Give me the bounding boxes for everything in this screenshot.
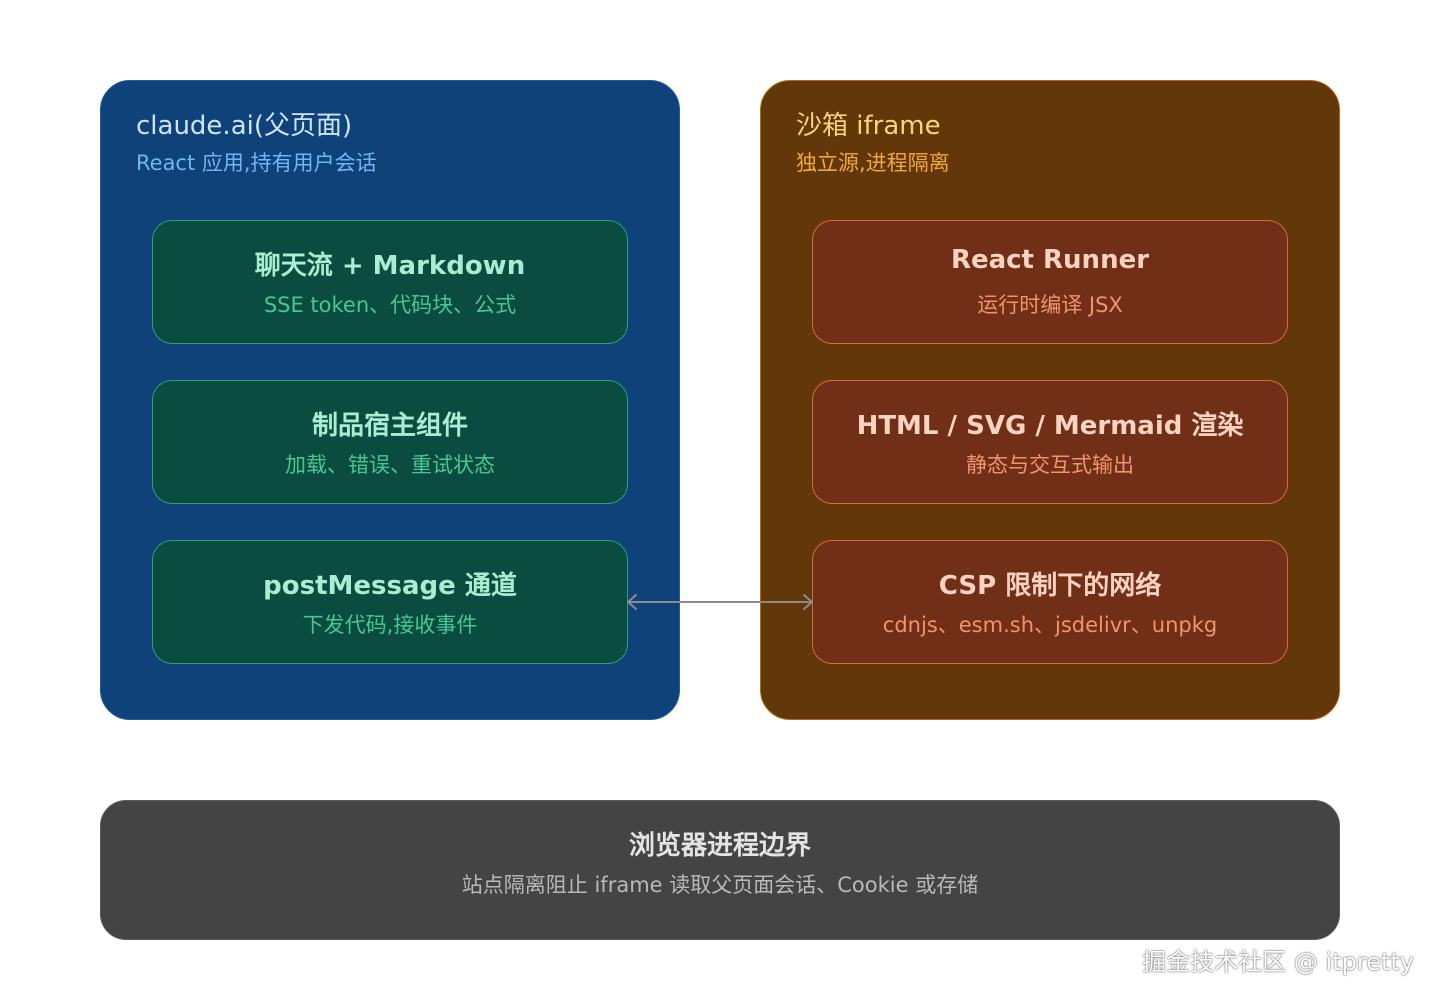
html-svg-mermaid-title: HTML / SVG / Mermaid 渲染 <box>856 411 1244 441</box>
parent-page-panel: claude.ai(父页面) React 应用,持有用户会话 聊天流 + Mar… <box>100 80 680 720</box>
csp-network-title: CSP 限制下的网络 <box>938 571 1162 601</box>
browser-process-boundary: 浏览器进程边界 站点隔离阻止 iframe 读取父页面会话、Cookie 或存储 <box>100 800 1340 940</box>
sandbox-iframe-panel: 沙箱 iframe 独立源,进程隔离 React Runner 运行时编译 JS… <box>760 80 1340 720</box>
artifact-host-subtitle: 加载、错误、重试状态 <box>285 453 495 477</box>
postmessage-channel-subtitle: 下发代码,接收事件 <box>302 613 478 637</box>
csp-network-box: CSP 限制下的网络 cdnjs、esm.sh、jsdelivr、unpkg <box>812 540 1288 664</box>
react-runner-title: React Runner <box>950 245 1150 275</box>
chat-stream-box: 聊天流 + Markdown SSE token、代码块、公式 <box>152 220 628 344</box>
sandbox-panel-subtitle: 独立源,进程隔离 <box>796 151 950 175</box>
postmessage-channel-box: postMessage 通道 下发代码,接收事件 <box>152 540 628 664</box>
parent-panel-title: claude.ai(父页面) <box>136 111 353 141</box>
watermark: 掘金技术社区 @ itpretty <box>1142 948 1414 976</box>
html-svg-mermaid-subtitle: 静态与交互式输出 <box>966 453 1134 477</box>
sandbox-panel-title: 沙箱 iframe <box>796 111 941 141</box>
postmessage-channel-title: postMessage 通道 <box>263 571 517 601</box>
parent-panel-subtitle: React 应用,持有用户会话 <box>136 151 377 175</box>
left-arrowhead-icon <box>627 594 637 610</box>
browser-boundary-title: 浏览器进程边界 <box>628 831 811 861</box>
right-arrowhead-icon <box>803 594 813 610</box>
artifact-host-box: 制品宿主组件 加载、错误、重试状态 <box>152 380 628 504</box>
html-svg-mermaid-box: HTML / SVG / Mermaid 渲染 静态与交互式输出 <box>812 380 1288 504</box>
chat-stream-title: 聊天流 + Markdown <box>254 251 526 281</box>
browser-boundary-subtitle: 站点隔离阻止 iframe 读取父页面会话、Cookie 或存储 <box>461 873 979 897</box>
bidirectional-arrow-connector <box>627 594 813 610</box>
react-runner-box: React Runner 运行时编译 JSX <box>812 220 1288 344</box>
artifact-host-title: 制品宿主组件 <box>311 411 468 441</box>
csp-network-subtitle: cdnjs、esm.sh、jsdelivr、unpkg <box>882 613 1218 637</box>
chat-stream-subtitle: SSE token、代码块、公式 <box>263 293 517 317</box>
react-runner-subtitle: 运行时编译 JSX <box>977 293 1123 317</box>
